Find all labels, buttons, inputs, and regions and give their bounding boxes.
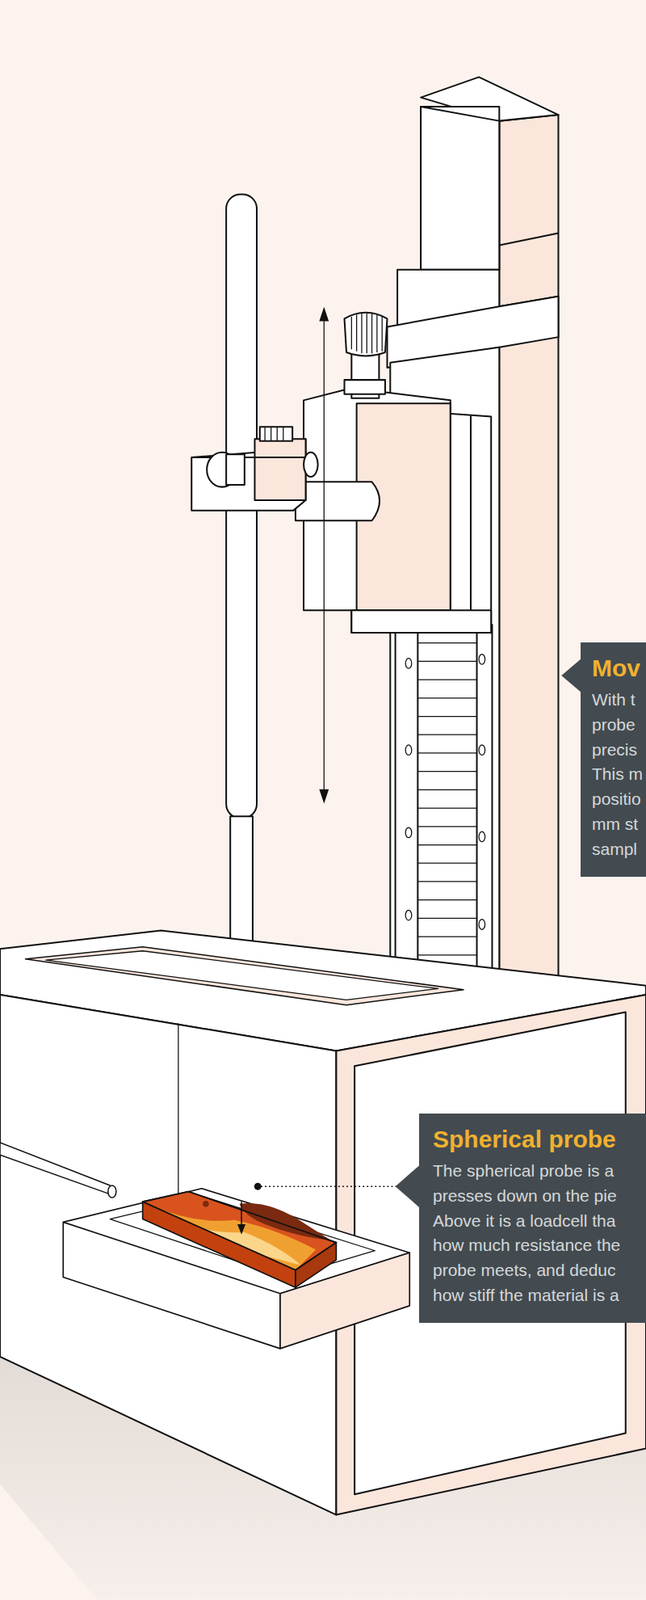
callout-heading: Spherical probe	[432, 1124, 646, 1154]
callout-heading: Mov	[591, 653, 646, 683]
callout-box: MovWith t probe precis This m positio mm…	[580, 641, 646, 877]
carriage	[303, 312, 491, 633]
motion-arrow	[319, 308, 328, 802]
callout-box: Spherical probeThe spherical probe is a …	[419, 1112, 646, 1322]
sample-stage	[62, 1187, 410, 1348]
callout-body: The spherical probe is a presses down on…	[432, 1157, 646, 1308]
enclosure	[0, 930, 646, 1515]
callout-body: With t probe precis This m positio mm st…	[591, 687, 646, 862]
